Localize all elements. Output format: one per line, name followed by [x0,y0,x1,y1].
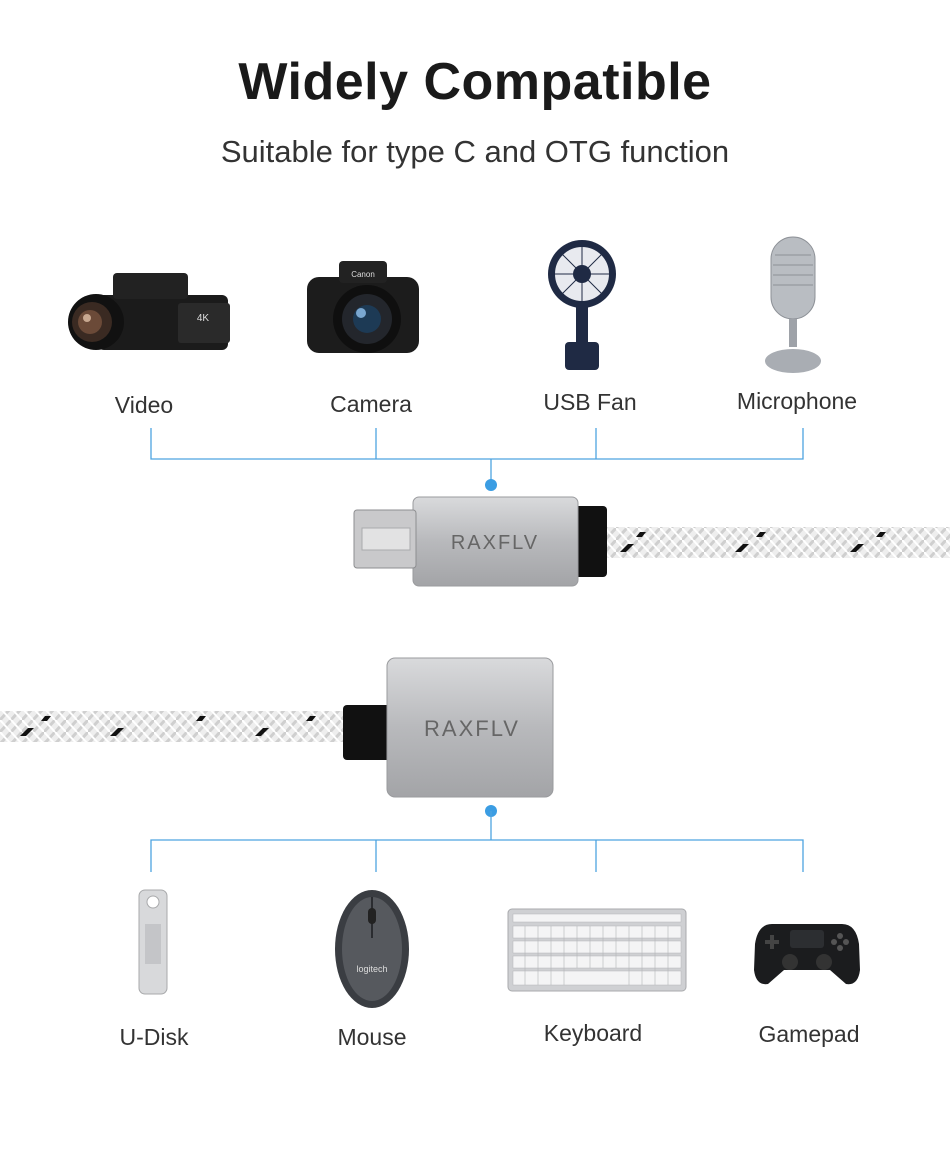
bottom-connector-lines [150,811,804,872]
top-connector-lines [150,428,804,485]
usb-flash-drive-icon [138,889,168,995]
gamepad-icon [754,924,860,985]
page-subtitle: Suitable for type C and OTG function [220,134,730,169]
device-label-usb-fan: USB Fan [543,389,637,415]
brand-logo-bottom: RAXFLV [424,716,520,741]
device-label-camera: Camera [330,391,412,417]
svg-text:Canon: Canon [351,270,375,279]
device-label-microphone: Microphone [736,388,858,414]
device-label-mouse: Mouse [337,1024,407,1050]
dslr-camera-icon: Canon [307,261,419,353]
top-junction-dot [485,479,497,491]
camcorder-icon: 4K [68,273,230,350]
usb-fan-icon [548,240,616,370]
brand-logo-top: RAXFLV [451,532,539,554]
device-label-gamepad: Gamepad [758,1021,860,1047]
keyboard-icon [507,908,687,992]
usb-female-cable: RAXFLV [0,657,554,798]
device-label-keyboard: Keyboard [543,1020,643,1046]
device-label-video: Video [114,392,174,418]
svg-text:4K: 4K [197,313,210,324]
micro-usb-cable: RAXFLV [353,496,950,587]
device-label-u-disk: U-Disk [119,1024,189,1050]
page-title: Widely Compatible [238,53,712,111]
svg-text:logitech: logitech [356,964,387,974]
microphone-icon [765,236,821,373]
mouse-icon: logitech [335,890,409,1008]
